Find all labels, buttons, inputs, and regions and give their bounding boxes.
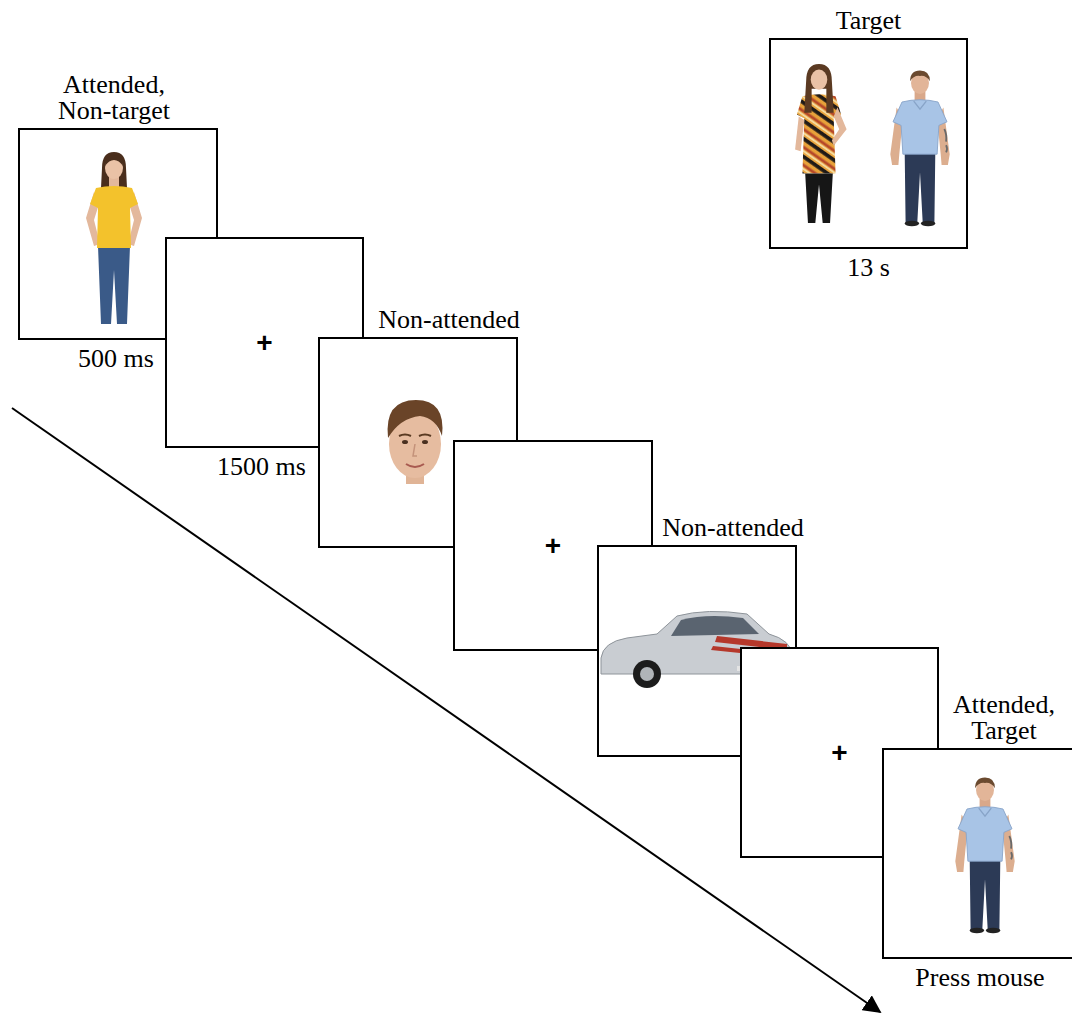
duration-label: 13 s — [847, 255, 890, 281]
stimulus-label: Non-attended — [378, 307, 520, 333]
woman-figure — [773, 56, 865, 232]
target-frame: Target13 s — [769, 38, 968, 249]
stimulus-label: Non-attended — [662, 515, 804, 541]
fixation-cross: + — [831, 739, 847, 767]
stimulus-frame: Attended, TargetPress mouse — [882, 748, 1072, 959]
fixation-cross: + — [545, 532, 561, 560]
response-label: Press mouse — [915, 965, 1044, 991]
man-figure — [875, 60, 965, 234]
fixation-cross: + — [256, 329, 272, 357]
stimulus-label: Target — [836, 8, 902, 34]
stimulus-label: Attended, Non-target — [44, 72, 184, 124]
duration-label: 1500 ms — [217, 454, 306, 480]
stimulus-label: Attended, Target — [939, 692, 1069, 744]
man-figure — [940, 768, 1030, 940]
woman-figure — [64, 148, 164, 328]
duration-label: 500 ms — [78, 346, 154, 372]
face-picture — [370, 392, 460, 484]
